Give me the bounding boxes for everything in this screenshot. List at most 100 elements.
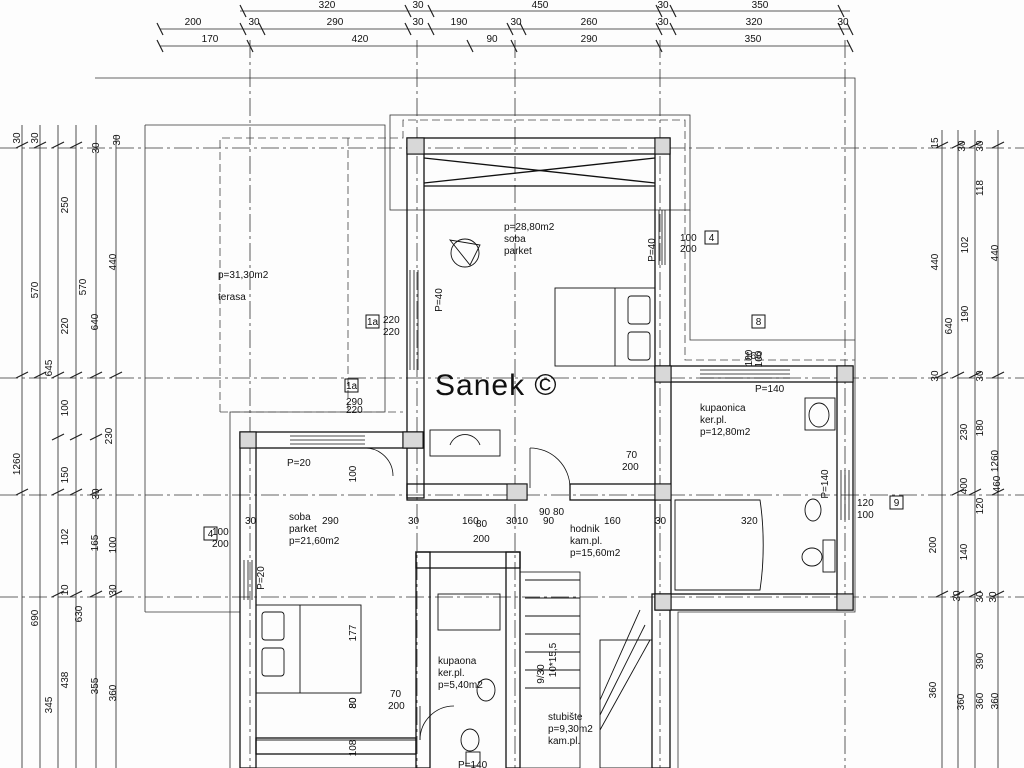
opening-dimension: 70 <box>390 689 402 700</box>
room-label: p=9,30m2 <box>548 724 593 735</box>
dimension-label: 360 <box>956 693 967 710</box>
interior-dimension: 80 <box>476 519 488 530</box>
dimension-label: 570 <box>30 281 41 298</box>
dimension-label: 450 <box>532 0 549 11</box>
opening-dimension: 200 <box>212 539 229 550</box>
dimension-label: 30 <box>108 584 119 596</box>
section-tag-box <box>889 495 904 510</box>
section-tag-box <box>203 526 218 541</box>
dimension-label: 30 <box>412 17 424 28</box>
dimension-label: 250 <box>60 196 71 213</box>
dimension-label: 360 <box>975 692 986 709</box>
opening-dimension: 100 <box>680 233 697 244</box>
interior-dimension: 30 <box>408 516 420 527</box>
dimension-label: 260 <box>581 17 598 28</box>
dimension-label: 102 <box>60 528 71 545</box>
wall-thickness-label: P=40 <box>434 288 445 312</box>
room-label: stubište <box>548 712 583 723</box>
dimension-label: 118 <box>975 180 986 196</box>
dimension-label: 30 <box>975 140 986 152</box>
dimension-label: 100 <box>60 399 71 416</box>
dimension-label: 645 <box>44 359 55 376</box>
room-label: p=21,60m2 <box>289 536 340 547</box>
dimension-label: 440 <box>990 244 1001 261</box>
dimension-label: 30 <box>957 140 968 152</box>
dimension-label: 320 <box>746 17 763 28</box>
dimension-label: 290 <box>327 17 344 28</box>
room-label: soba <box>289 512 311 523</box>
dimension-lines <box>15 4 1005 768</box>
dimension-label: 320 <box>319 0 336 11</box>
room-label: kupaonica <box>700 403 746 414</box>
dimension-label: 360 <box>928 681 939 698</box>
terrace-dashed-outline <box>219 119 855 413</box>
furniture <box>255 238 836 768</box>
room-label: parket <box>504 246 532 257</box>
room-label: p=5,40m2 <box>438 680 483 691</box>
section-tag: 1a <box>367 317 379 328</box>
dimension-label: 140 <box>959 543 970 560</box>
section-tag-box <box>344 378 359 393</box>
room-label: p=15,60m2 <box>570 548 621 559</box>
opening-dimension: 80 <box>348 697 359 709</box>
interior-dimension: 80 <box>553 507 565 518</box>
interior-dimension: 30 <box>506 516 518 527</box>
room-label: ker.pl. <box>700 415 727 426</box>
section-tag: 4 <box>208 529 214 540</box>
opening-dimension: 100 <box>744 349 755 366</box>
stair-label: 10*15,5 <box>548 642 559 677</box>
dimension-label: 30 <box>975 591 986 603</box>
dimension-label: 170 <box>202 34 219 45</box>
dimension-label: 30 <box>248 17 260 28</box>
interior-dimension: 90 <box>539 507 551 518</box>
dimension-label: 690 <box>30 609 41 626</box>
dimension-label: 190 <box>451 17 468 28</box>
interior-dimension: 30 <box>655 516 667 527</box>
dimension-label: 30 <box>657 0 669 11</box>
opening-dimension: 70 <box>626 450 638 461</box>
interior-dimension: 290 <box>322 516 339 527</box>
dimension-label: 350 <box>745 34 762 45</box>
dimension-label: 1260 <box>990 449 1001 472</box>
room-label: ker.pl. <box>438 668 465 679</box>
room-label: p=31,30m2 <box>218 270 269 281</box>
interior-dimension: 30 <box>245 516 257 527</box>
room-label: p=12,80m2 <box>700 427 751 438</box>
watermark: Sanek © <box>435 369 558 402</box>
dimension-label: 420 <box>352 34 369 45</box>
opening-dimension: 200 <box>388 701 405 712</box>
dimension-label: 30 <box>91 142 102 154</box>
opening-dimension: 100 <box>754 350 765 367</box>
section-tag-box <box>704 230 719 245</box>
dimension-label: 630 <box>74 605 85 622</box>
wall-blocks <box>239 137 854 611</box>
dimension-label: 640 <box>90 313 101 330</box>
opening-dimension: 100 <box>857 510 874 521</box>
dimension-label: 30 <box>112 134 123 146</box>
section-tag-box <box>365 314 380 329</box>
dimension-label: 180 <box>975 419 986 436</box>
opening-dimension: 200 <box>473 534 490 545</box>
dimension-label: 640 <box>944 317 955 334</box>
dimension-label: 230 <box>104 427 115 444</box>
opening-dimension: 100 <box>212 527 229 538</box>
room-label: terasa <box>218 292 246 303</box>
wall-thickness-label: P=20 <box>287 458 311 469</box>
interior-dimension: 108 <box>348 739 359 756</box>
dimension-label: 30 <box>30 132 41 144</box>
interior-dimension: 177 <box>348 624 359 641</box>
doors <box>364 447 571 741</box>
section-tag-box <box>751 314 766 329</box>
dimension-label: 200 <box>185 17 202 28</box>
opening-dimension: 160 <box>745 351 762 362</box>
dimension-label: 102 <box>960 236 971 253</box>
dimension-label: 400 <box>959 477 970 494</box>
dimension-label: 30 <box>975 370 986 382</box>
dimension-label: 10 <box>60 584 71 596</box>
stair-label: 9/30 <box>536 664 547 684</box>
dimension-label: 360 <box>108 684 119 701</box>
opening-dimension: 100 <box>348 465 359 482</box>
section-tag: 1a <box>346 381 358 392</box>
